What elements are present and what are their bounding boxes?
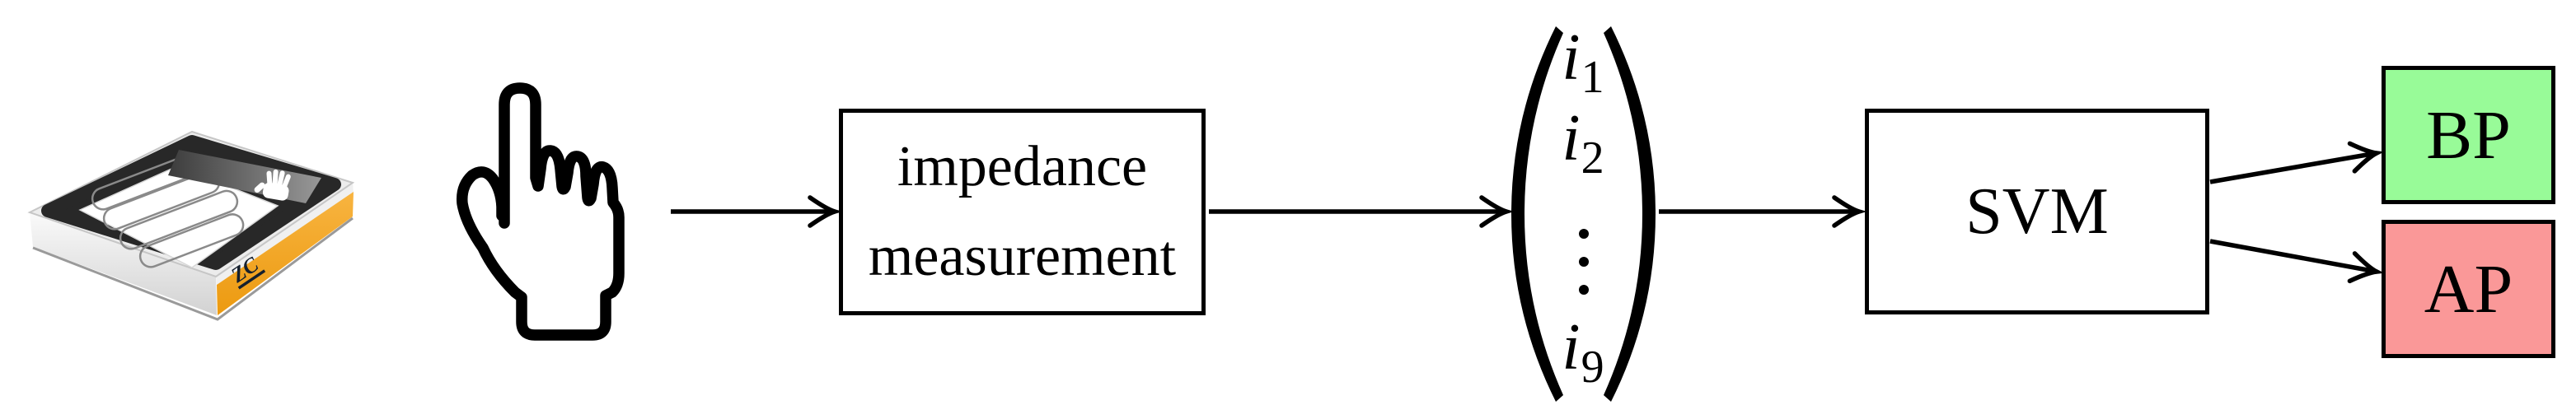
vector-entry-2-symbol: i bbox=[1562, 102, 1581, 175]
impedance-measurement-box: impedance measurement bbox=[839, 109, 1206, 315]
pointing-hand-icon bbox=[457, 82, 625, 341]
device-silver-lip bbox=[216, 182, 354, 287]
arrow-svm-to-bp bbox=[2209, 153, 2377, 184]
bp-box: BP bbox=[2382, 66, 2555, 204]
device-left-side bbox=[30, 212, 217, 315]
vector-parens bbox=[1511, 26, 1656, 402]
vector-entry-1: i1 bbox=[1545, 25, 1621, 100]
device-illustration: ZC bbox=[27, 130, 355, 321]
bp-label: BP bbox=[2426, 96, 2511, 174]
vector-entry-2-subscript: 2 bbox=[1581, 133, 1604, 184]
vector-entry-9-symbol: i bbox=[1562, 311, 1581, 384]
device-base-seam bbox=[32, 216, 354, 321]
vector-entry-1-subscript: 1 bbox=[1581, 52, 1604, 103]
arrow-svm-to-ap bbox=[2209, 239, 2377, 272]
ap-box: AP bbox=[2382, 220, 2555, 358]
hand-silhouette-icon bbox=[254, 169, 291, 201]
vdots-icon bbox=[1579, 229, 1589, 295]
svm-label: SVM bbox=[1965, 175, 2109, 248]
vector-entry-2: i2 bbox=[1545, 105, 1621, 181]
vector-entry-9-subscript: 9 bbox=[1581, 342, 1604, 393]
impedance-line1: impedance bbox=[897, 135, 1148, 198]
svm-box: SVM bbox=[1865, 109, 2209, 314]
impedance-line2: measurement bbox=[868, 224, 1177, 288]
device-orange-side bbox=[217, 192, 354, 315]
vector-entry-1-symbol: i bbox=[1562, 21, 1581, 94]
ap-label: AP bbox=[2424, 250, 2513, 328]
flow-arrows bbox=[671, 153, 2377, 272]
open-paren-shape bbox=[1511, 26, 1563, 402]
vector-entry-9: i9 bbox=[1545, 314, 1621, 390]
close-paren-shape bbox=[1604, 26, 1656, 402]
